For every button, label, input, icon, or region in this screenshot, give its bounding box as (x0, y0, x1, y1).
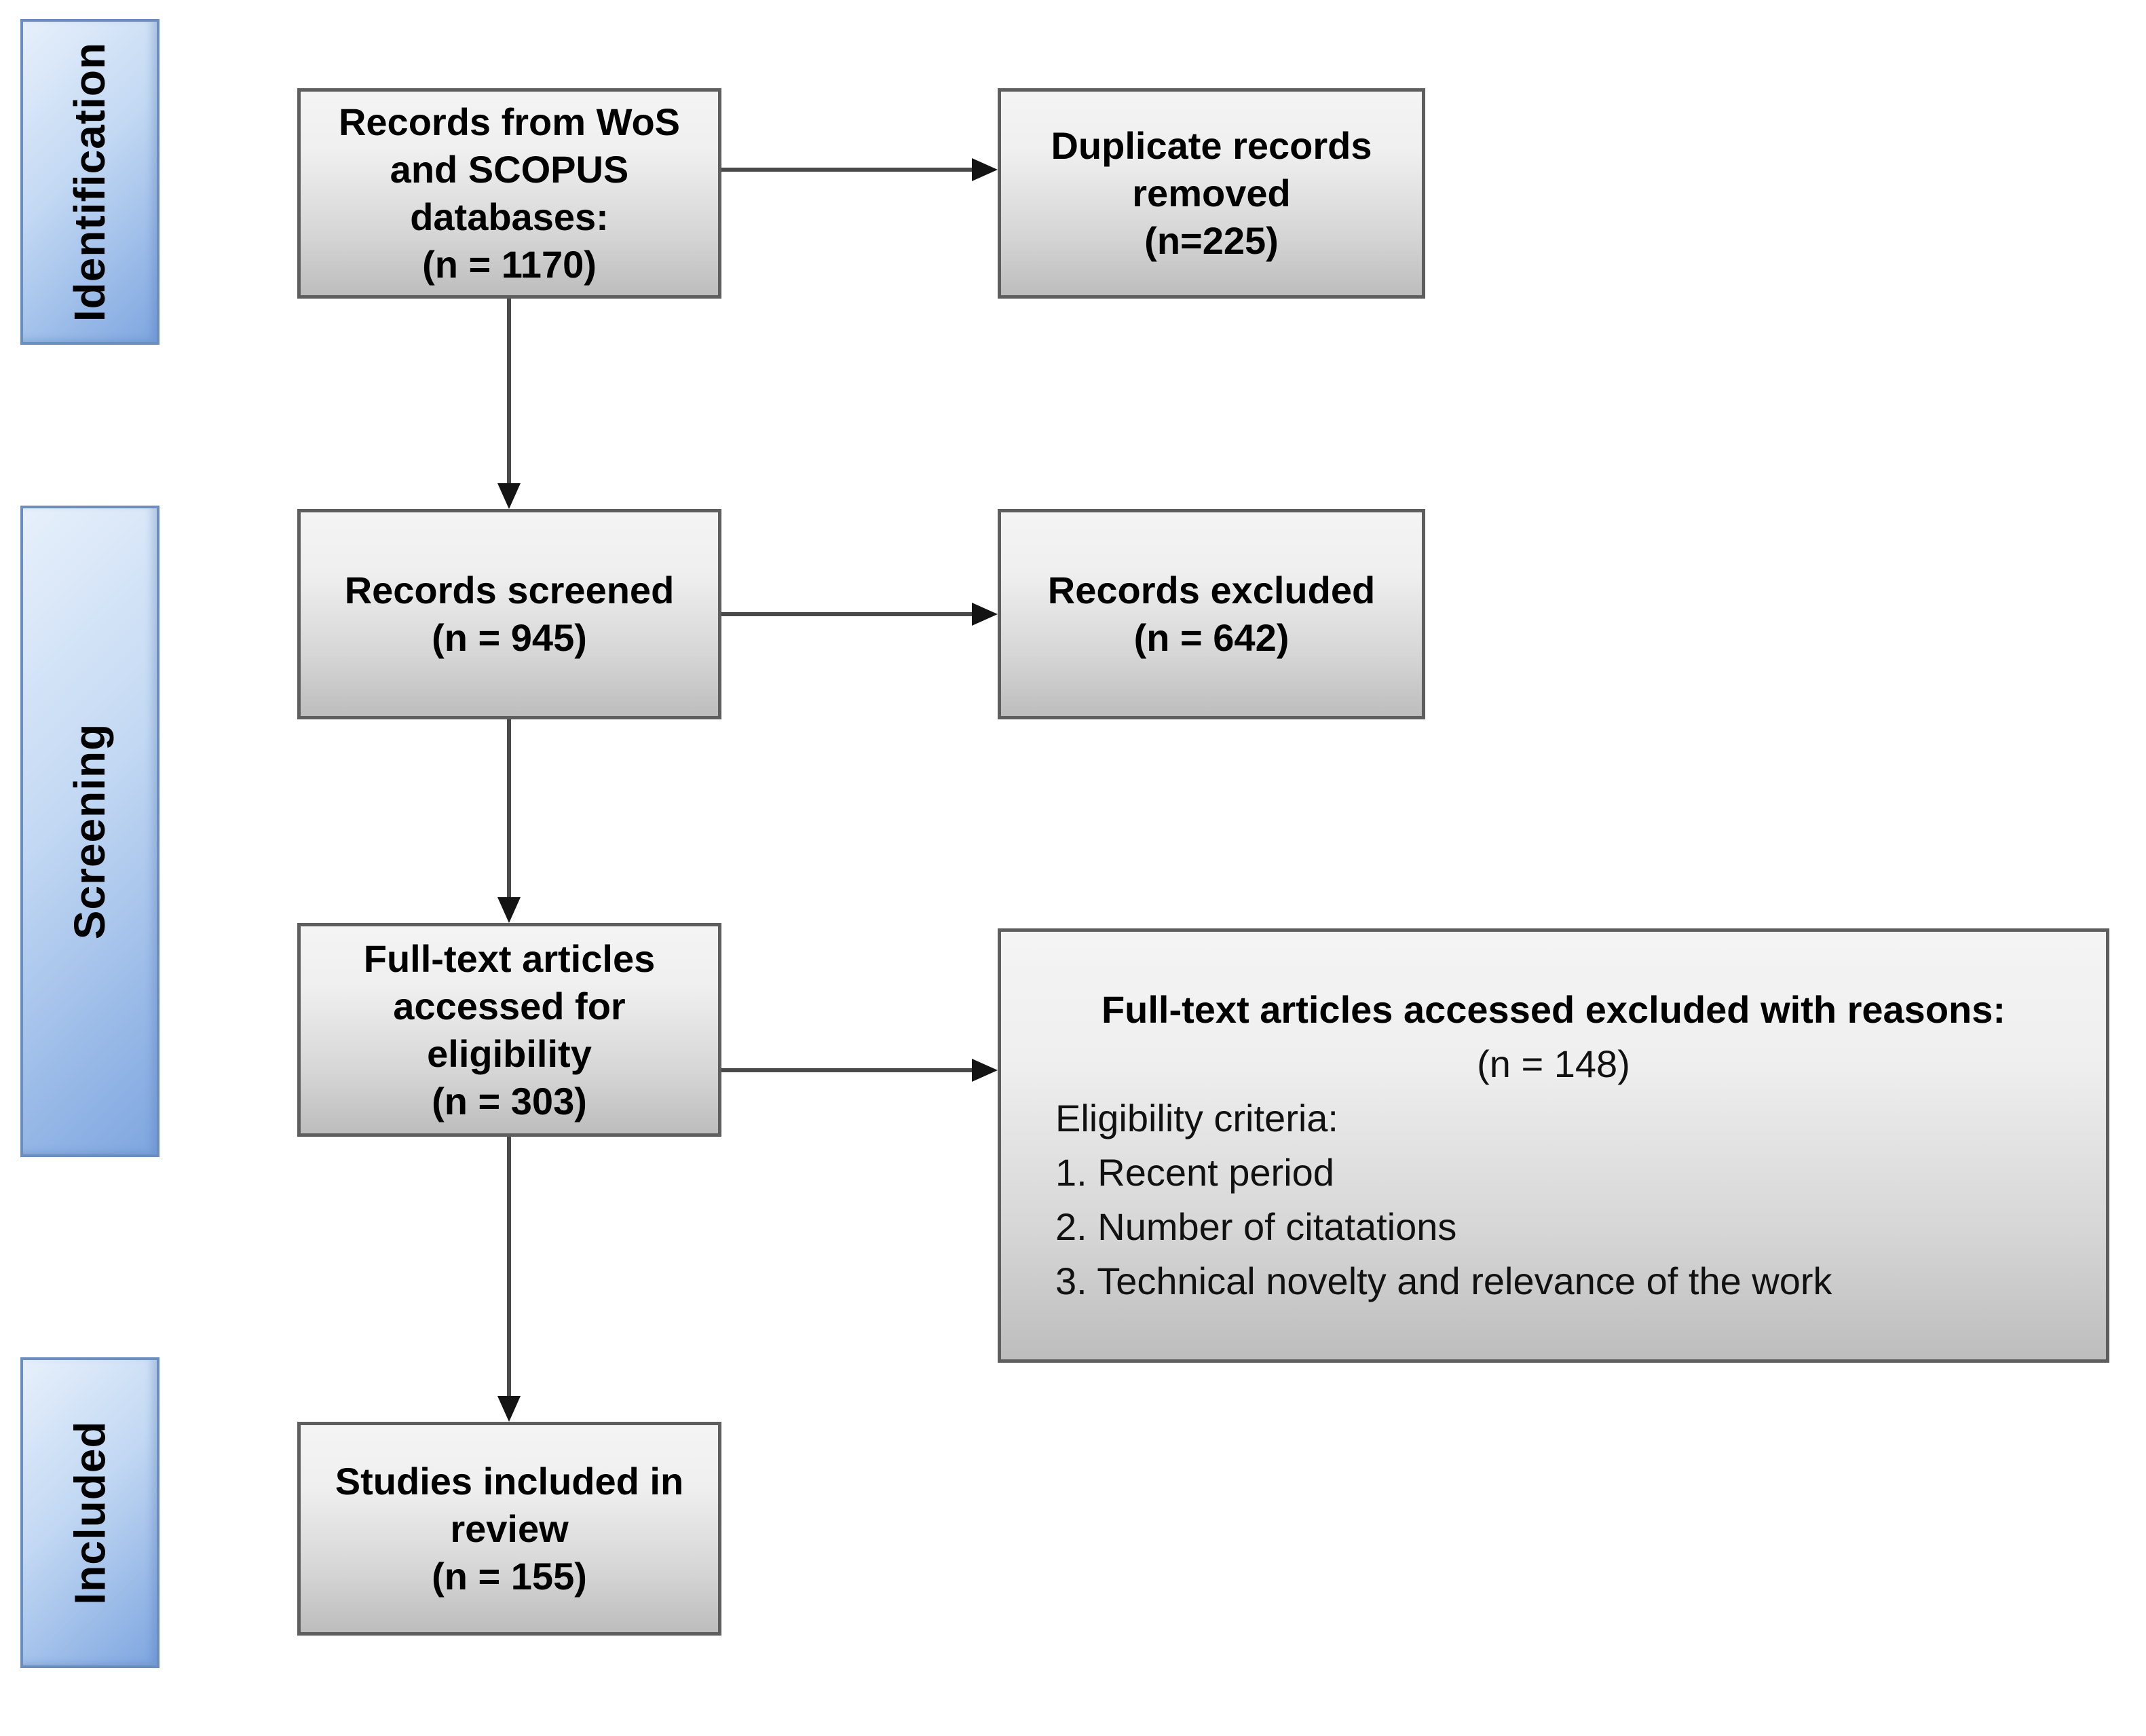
arrow-records-to-duplicates (721, 168, 973, 172)
stage-label-identification: Identification (65, 41, 115, 322)
box-studies-included: Studies included in review (n = 155) (297, 1422, 721, 1636)
stage-label-included: Included (65, 1420, 115, 1605)
arrowhead-fulltext-to-included (497, 1396, 521, 1422)
arrow-records-to-screened (507, 299, 511, 485)
box-records-identified-text: Records from WoS and SCOPUS databases: (… (338, 100, 681, 286)
stage-band-identification: Identification (20, 19, 159, 345)
box-duplicates-removed: Duplicate records removed (n=225) (998, 88, 1425, 299)
stage-label-screening: Screening (65, 723, 115, 940)
stage-band-included: Included (20, 1357, 159, 1668)
box-fulltext-assessed-text: Full-text articles accessed for eligibil… (363, 937, 656, 1122)
arrowhead-screened-to-fulltext (497, 897, 521, 923)
box-records-screened: Records screened (n = 945) (297, 509, 721, 719)
fulltext-excluded-title: Full-text articles accessed excluded wit… (1101, 988, 2006, 1031)
eligibility-criterion-2: 2. Number of citatations (1055, 1205, 1457, 1248)
box-records-screened-text: Records screened (n = 945) (344, 569, 675, 659)
arrowhead-screened-to-excluded (972, 603, 998, 626)
box-studies-included-text: Studies included in review (n = 155) (335, 1459, 684, 1598)
stage-band-screening: Screening (20, 506, 159, 1157)
box-fulltext-excluded: Full-text articles accessed excluded wit… (998, 928, 2109, 1363)
box-records-excluded-text: Records excluded (n = 642) (1047, 569, 1376, 659)
arrowhead-records-to-screened (497, 483, 521, 509)
eligibility-criterion-3: 3. Technical novelty and relevance of th… (1055, 1260, 1832, 1302)
fulltext-excluded-count: (n = 148) (1477, 1042, 1630, 1085)
arrowhead-fulltext-to-excluded (972, 1059, 998, 1082)
arrowhead-records-to-duplicates (972, 158, 998, 181)
arrow-screened-to-fulltext (507, 719, 511, 899)
eligibility-criteria-heading: Eligibility criteria: (1055, 1097, 1338, 1139)
arrow-fulltext-to-excluded (721, 1068, 973, 1072)
arrow-screened-to-excluded (721, 612, 973, 616)
box-records-excluded: Records excluded (n = 642) (998, 509, 1425, 719)
box-fulltext-assessed: Full-text articles accessed for eligibil… (297, 923, 721, 1137)
box-records-identified: Records from WoS and SCOPUS databases: (… (297, 88, 721, 299)
box-duplicates-removed-text: Duplicate records removed (n=225) (1051, 124, 1372, 262)
eligibility-criterion-1: 1. Recent period (1055, 1151, 1334, 1194)
arrow-fulltext-to-included (507, 1137, 511, 1397)
